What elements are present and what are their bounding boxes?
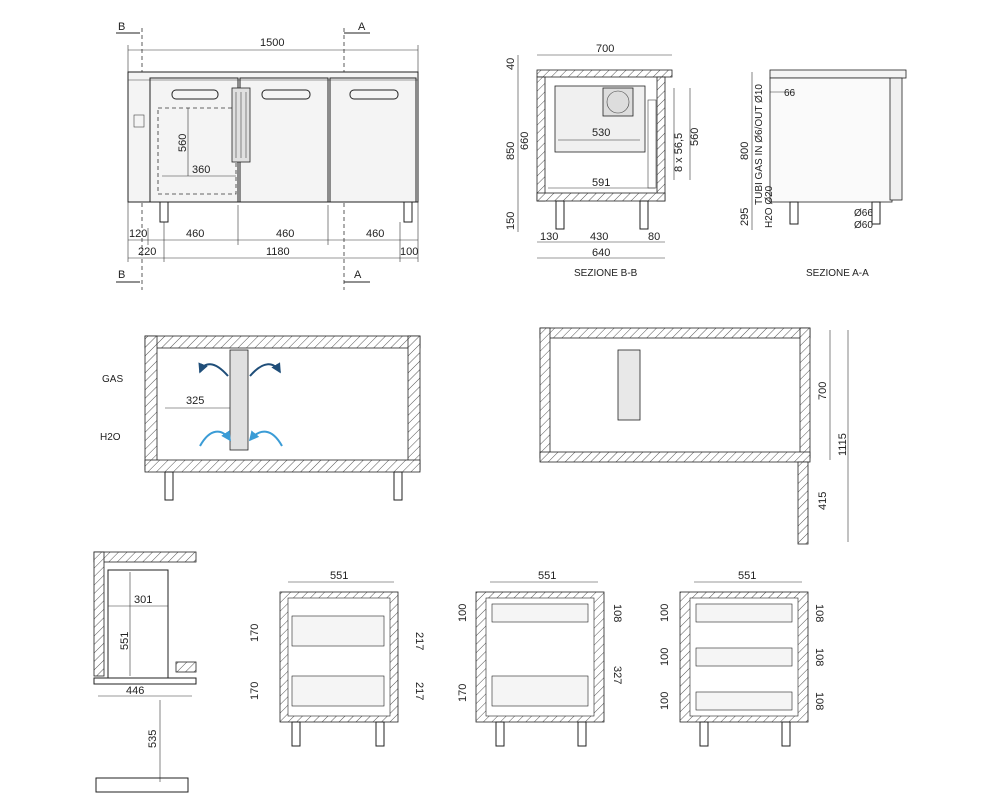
aa-h2o-note: H2O Ø20 xyxy=(764,185,775,228)
leg-2 xyxy=(403,201,413,223)
section-marker-b-bottom: B xyxy=(118,269,125,281)
cfg3-right-1: 108 xyxy=(813,604,825,622)
handle-3 xyxy=(349,89,399,100)
section-bb: 700 530 591 8 x 56,5 560 40 850 660 150 … xyxy=(505,43,701,279)
dim-bb-height-total: 850 xyxy=(505,142,517,160)
bb-top-slab xyxy=(536,69,673,78)
dim-plan-shelf-width: 325 xyxy=(186,395,204,407)
plan-h2o-label: H2O xyxy=(100,432,121,443)
front-view: B A B A 1500 560 360 xyxy=(116,21,419,290)
dim-bb-top: 40 xyxy=(505,58,517,70)
dim-bb-left: 130 xyxy=(540,231,558,243)
door-3 xyxy=(329,77,417,203)
cfg3-left-2: 100 xyxy=(659,648,671,666)
handle-2 xyxy=(261,89,311,100)
dim-right-leg: 100 xyxy=(400,246,418,258)
dim-bb-inner-width: 530 xyxy=(592,127,610,139)
dim-aa-legs: 295 xyxy=(739,208,751,226)
dim-bb-inner-height: 660 xyxy=(519,132,531,150)
dim-drawer-width: 360 xyxy=(192,164,210,176)
dim-bb-middle: 430 xyxy=(590,231,608,243)
cfg3-left-3: 100 xyxy=(659,692,671,710)
fan-icon xyxy=(602,87,634,117)
dim-bb-depth: 700 xyxy=(596,43,614,55)
handle-1 xyxy=(171,89,219,100)
drawer-config-2: 551 100 170 108 327 xyxy=(457,570,623,747)
dim-drawer-width-detail: 301 xyxy=(134,594,152,606)
dim-bb-right: 80 xyxy=(648,231,660,243)
control-panel-icon xyxy=(133,114,145,128)
dim-bb-racks: 8 x 56,5 xyxy=(673,133,685,172)
cfg3-right-2: 108 xyxy=(813,648,825,666)
dim-left-offset: 120 xyxy=(129,228,147,240)
drawer-detail: 301 551 446 535 xyxy=(93,551,197,793)
leg-1 xyxy=(159,201,169,223)
dim-left-leg: 220 xyxy=(138,246,156,258)
plan-view: GAS H2O 325 xyxy=(100,335,421,501)
cfg2-width: 551 xyxy=(538,570,556,582)
dim-drawer-leg: 535 xyxy=(147,730,159,748)
cfg2-left-1: 100 xyxy=(457,604,469,622)
dim-drawer-height-detail: 551 xyxy=(119,632,131,650)
dim-bb-base: 640 xyxy=(592,247,610,259)
dim-side-total: 1115 xyxy=(837,433,849,456)
cfg2-right-1: 108 xyxy=(611,604,623,622)
cfg1-right-1: 217 xyxy=(413,632,425,650)
aa-top xyxy=(769,69,907,79)
dim-aa-d60: Ø60 xyxy=(854,220,873,231)
dim-side-lower: 415 xyxy=(817,492,829,510)
counter-body xyxy=(127,71,419,203)
plan-gas-label: GAS xyxy=(102,374,123,385)
dim-aa-height: 800 xyxy=(739,142,751,160)
aa-door xyxy=(889,77,903,201)
aa-gas-note: TUBI GAS IN Ø6/OUT Ø10 xyxy=(754,84,765,205)
dim-bb-shelf: 591 xyxy=(592,177,610,189)
dim-side-depth: 700 xyxy=(817,382,829,400)
dim-drawer-height: 560 xyxy=(177,134,189,152)
drawer-config-3: 551 100 100 100 108 108 108 xyxy=(659,570,825,747)
section-marker-a-bottom: A xyxy=(354,269,362,281)
section-bb-title: SEZIONE B-B xyxy=(574,268,638,279)
section-marker-b-top: B xyxy=(118,21,125,33)
dim-door-1: 460 xyxy=(186,228,204,240)
cfg1-right-2: 217 xyxy=(413,682,425,700)
dim-door-3: 460 xyxy=(366,228,384,240)
section-aa: 66 800 295 TUBI GAS IN Ø6/OUT Ø10 H2O Ø2… xyxy=(739,69,907,279)
dim-legs-span: 1180 xyxy=(266,246,290,258)
dim-bb-legs: 150 xyxy=(505,212,517,230)
cfg1-left-1: 170 xyxy=(249,624,261,642)
section-marker-a-top: A xyxy=(358,21,366,33)
cfg2-right-2: 327 xyxy=(611,666,623,684)
cfg1-left-2: 170 xyxy=(249,682,261,700)
dim-aa-detail: 66 xyxy=(784,88,796,99)
dim-door-2: 460 xyxy=(276,228,294,240)
dim-drawer-base: 446 xyxy=(126,685,144,697)
cfg3-left-1: 100 xyxy=(659,604,671,622)
drawer-configurations: 551 170 170 217 217 551 100 170 108 327 xyxy=(249,570,825,747)
cfg3-right-3: 108 xyxy=(813,692,825,710)
cfg1-width: 551 xyxy=(330,570,348,582)
drawer-config-1: 551 170 170 217 217 xyxy=(249,570,425,747)
section-aa-title: SEZIONE A-A xyxy=(806,268,869,279)
dim-bb-rack-height: 560 xyxy=(689,128,701,146)
dim-aa-d66: Ø66 xyxy=(854,208,873,219)
dim-overall-width: 1500 xyxy=(260,37,284,49)
side-open-view: 700 1115 415 xyxy=(539,327,849,545)
cfg2-left-2: 170 xyxy=(457,684,469,702)
cfg3-width: 551 xyxy=(738,570,756,582)
aa-body xyxy=(769,77,893,203)
